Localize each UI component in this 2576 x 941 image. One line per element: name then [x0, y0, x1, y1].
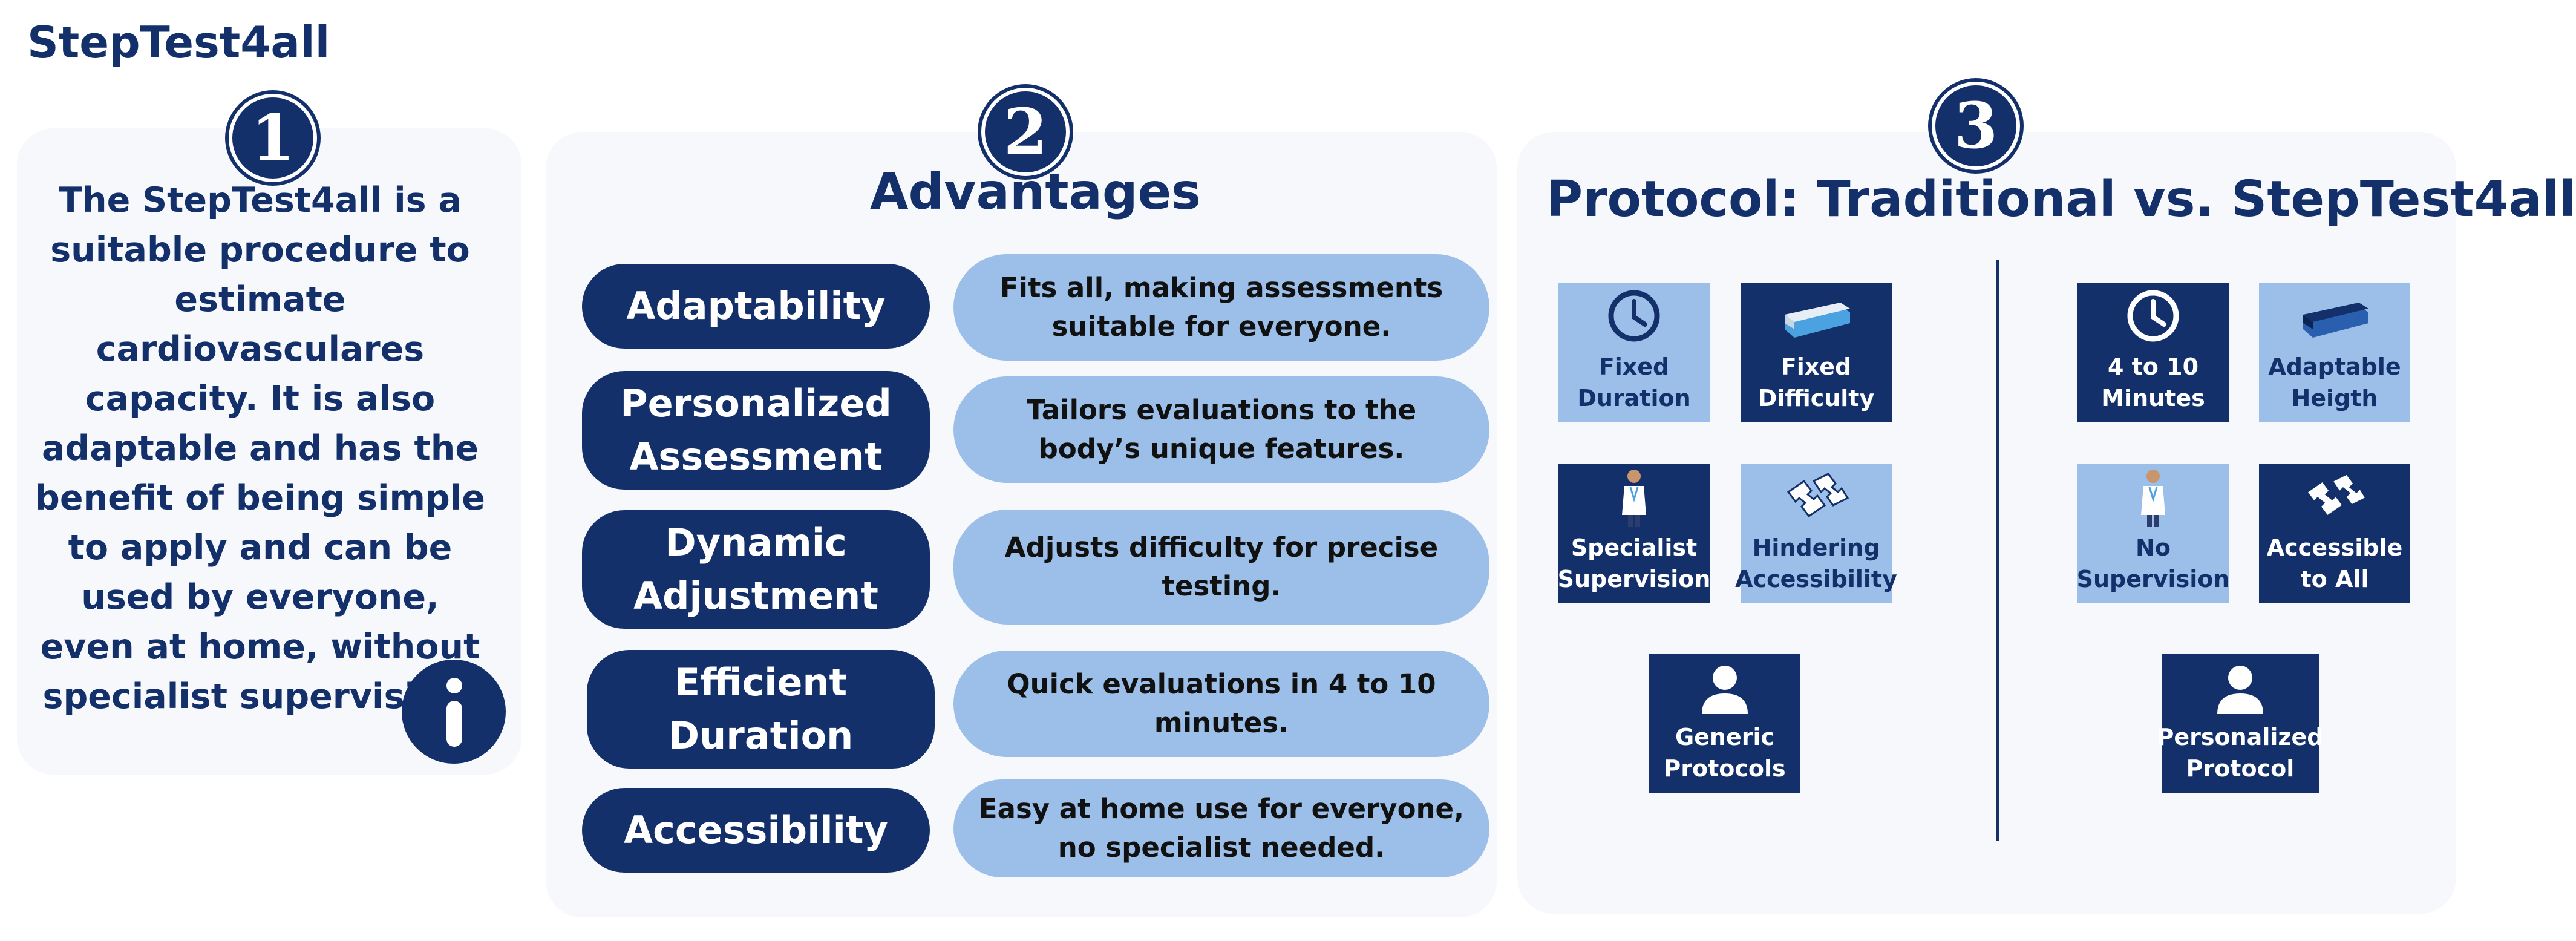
app-title: StepTest4all [27, 17, 330, 68]
step-2-badge: 2 [981, 88, 1070, 176]
tile-label: Specialist Supervision [1557, 534, 1711, 592]
advantage-desc-efficient-duration: Quick evaluations in 4 to 10 minutes. [953, 651, 1489, 757]
step-1-badge: 1 [229, 94, 317, 182]
clock-icon [2127, 290, 2179, 342]
clock-icon [1608, 290, 1660, 342]
person-icon [1702, 666, 1748, 714]
puzzle-icon [2305, 473, 2368, 518]
comparison-divider [1996, 260, 1999, 841]
advantage-desc-adaptability: Fits all, making assessments suitable fo… [953, 254, 1489, 361]
doctor-icon [2141, 470, 2165, 527]
tile-label: 4 to 10 Minutes [2101, 353, 2205, 411]
advantage-label-dynamic-adjustment: Dynamic Adjustment [582, 510, 930, 629]
tile-label: Generic Protocols [1664, 724, 1786, 782]
advantage-label-adaptability: Adaptability [582, 264, 930, 349]
traditional-tile-fixed-difficulty: Fixed Difficulty [1741, 283, 1892, 422]
tile-label: Hindering Accessibility [1735, 534, 1897, 592]
steptest-tile-no-supervision: No Supervision [2077, 464, 2229, 603]
advantage-label-accessibility: Accessibility [582, 788, 930, 873]
step-3-badge: 3 [1932, 82, 2020, 170]
tile-label: Adaptable Heigth [2268, 353, 2401, 411]
doctor-icon [1622, 470, 1646, 527]
step-platform-icon [2303, 303, 2368, 338]
steptest-tile-adaptable-height: Adaptable Heigth [2259, 283, 2410, 422]
traditional-tile-fixed-duration: Fixed Duration [1558, 283, 1710, 422]
protocol-title: Protocol: Traditional vs. StepTest4all [1546, 171, 2576, 228]
tile-label: Accessible to All [2266, 534, 2403, 592]
advantage-label-efficient-duration: Efficient Duration [587, 650, 935, 769]
tile-label: Fixed Duration [1577, 353, 1691, 411]
advantage-label-personalized-assessment: Personalized Assessment [582, 371, 930, 490]
tile-label: Personalized Protocol [2157, 724, 2324, 782]
steptest-tile-4-to-10-minutes: 4 to 10 Minutes [2077, 283, 2229, 422]
intro-description: The StepTest4all is a suitable procedure… [35, 180, 485, 716]
traditional-tile-specialist-supervision: Specialist Supervision [1558, 464, 1710, 603]
advantage-desc-personalized-assessment: Tailors evaluations to the body’s unique… [953, 376, 1489, 483]
tile-label: Fixed Difficulty [1757, 353, 1875, 411]
steptest-tile-accessible-to-all: Accessible to All [2259, 464, 2410, 603]
info-icon [402, 660, 506, 764]
advantage-desc-dynamic-adjustment: Adjusts difficulty for precise testing. [953, 510, 1489, 625]
advantage-desc-accessibility: Easy at home use for everyone, no specia… [953, 779, 1489, 877]
person-icon [2217, 666, 2263, 714]
advantages-title: Advantages [870, 163, 1201, 221]
traditional-tile-hindering-accessibility: Hindering Accessibility [1735, 464, 1897, 603]
steptest-tile-personalized-protocol: Personalized Protocol [2157, 654, 2323, 793]
step-platform-icon [1785, 303, 1850, 338]
puzzle-icon [1787, 473, 1849, 518]
traditional-tile-generic-protocols: Generic Protocols [1649, 654, 1800, 793]
tile-label: No Supervision [2076, 534, 2230, 592]
